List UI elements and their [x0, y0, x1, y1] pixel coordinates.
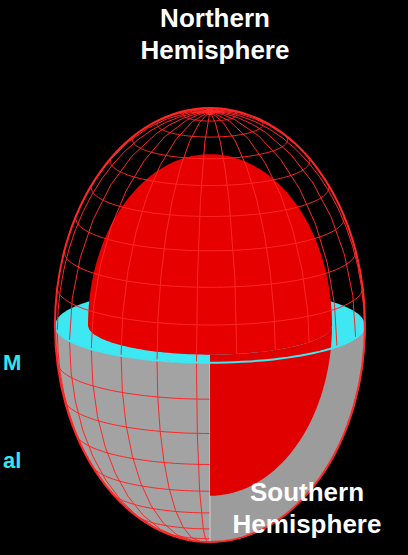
- label-text: al: [3, 448, 21, 473]
- label-text: M: [3, 350, 21, 375]
- cut-label: M: [3, 350, 43, 376]
- label-text: Southern Hemisphere: [233, 477, 382, 539]
- label-text: Northern Hemisphere: [141, 3, 290, 65]
- pole-dot: [206, 107, 214, 115]
- sphere-outline: [55, 108, 365, 542]
- hemisphere-label: Southern Hemisphere: [212, 476, 402, 540]
- wireframe-grid: [55, 108, 365, 542]
- sphere-group: [55, 108, 365, 542]
- hemisphere-label: Northern Hemisphere: [110, 2, 320, 66]
- cut-label: al: [3, 448, 43, 474]
- equator-line: [55, 325, 365, 363]
- cut-core-face: [210, 325, 332, 496]
